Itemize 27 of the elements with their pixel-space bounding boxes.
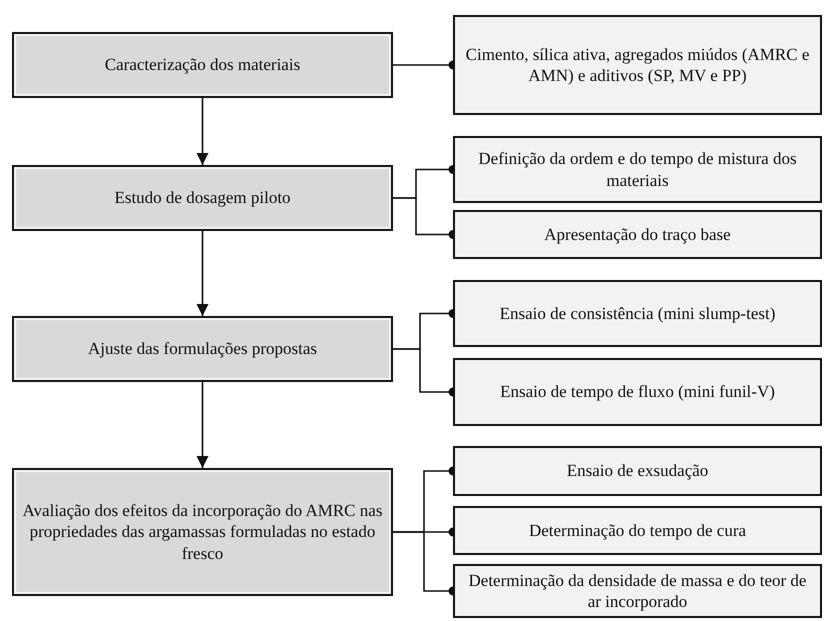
- box-text: Estudo de dosagem piloto: [113, 187, 292, 209]
- process-box: [12, 165, 393, 231]
- process-box: [12, 316, 393, 382]
- box-text: Avaliação dos efeitos da incorporação do AMRC nas propriedades das argamassas formuladas no estado fresco: [22, 500, 384, 564]
- detail-box: [453, 506, 822, 555]
- box-text: Ensaio de consistência (mini slump-test): [498, 302, 776, 324]
- detail-box: [453, 280, 822, 347]
- detail-box: [453, 358, 822, 426]
- detail-box: [453, 210, 822, 259]
- box-text: Ajuste das formulações propostas: [87, 338, 318, 360]
- box-text: Determinação da densidade de massa e do teor de ar incorporado: [468, 570, 808, 612]
- process-box: [12, 32, 393, 98]
- box-text: Caracterização dos materiais: [104, 54, 302, 76]
- box-text: Apresentação do traço base: [543, 224, 732, 246]
- arrow: [196, 98, 208, 165]
- detail-box: [453, 136, 822, 203]
- detail-box: [453, 15, 822, 115]
- detail-box: [453, 564, 822, 618]
- box-text: Determinação do tempo de cura: [528, 520, 748, 542]
- arrow: [196, 231, 208, 316]
- box-text: Ensaio de exsudação: [566, 460, 710, 482]
- box-text: Definição da ordem e do tempo de mistura dos materiais: [477, 148, 798, 191]
- arrow: [196, 382, 208, 468]
- box-text: Cimento, sílica ativa, agregados miúdos (AMRC e AMN) e aditivos (SP, MV e PP): [464, 44, 810, 86]
- box-text: Ensaio de tempo de fluxo (mini funil-V): [499, 381, 776, 403]
- detail-box: [453, 446, 822, 496]
- process-box: [12, 468, 393, 596]
